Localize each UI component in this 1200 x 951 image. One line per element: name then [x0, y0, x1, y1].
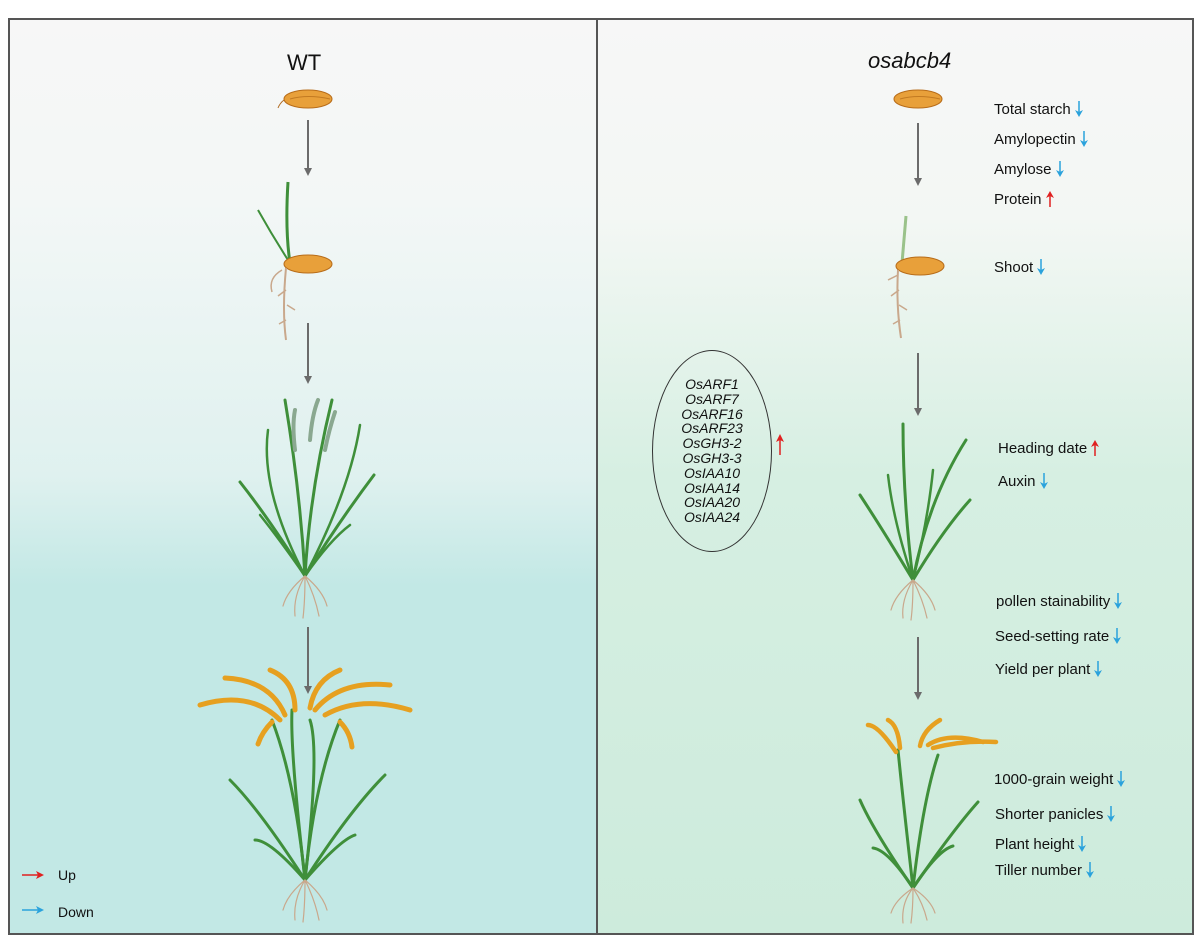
up-arrow-icon	[1091, 440, 1100, 456]
trait-label: Seed-setting rate	[995, 627, 1110, 645]
gene-name: OsGH3-2	[682, 435, 742, 452]
wt-heading-plant	[238, 398, 376, 619]
down-arrow-icon	[1114, 593, 1123, 609]
genes-up-arrow-icon	[776, 434, 784, 455]
mutant-title: osabcb4	[868, 48, 952, 73]
legend-up-arrow	[22, 871, 44, 879]
trait-label: Amylose	[994, 160, 1052, 178]
down-arrow-icon	[1078, 836, 1087, 852]
trait-item: Plant height	[995, 835, 1088, 853]
trait-item: Protein	[994, 190, 1056, 208]
trait-item: Seed-setting rate	[995, 627, 1123, 645]
down-arrow-icon	[1113, 628, 1122, 644]
down-arrow-icon	[1107, 806, 1116, 822]
trait-item: Tiller number	[995, 861, 1096, 879]
legend-up-label: Up	[58, 867, 76, 883]
down-arrow-icon	[1055, 161, 1064, 177]
trait-label: Plant height	[995, 835, 1075, 853]
wt-seed	[277, 89, 333, 109]
wt-illustration	[22, 89, 413, 923]
wt-title: WT	[287, 50, 322, 75]
mutant-illustration	[858, 89, 999, 924]
trait-label: Protein	[994, 190, 1042, 208]
down-arrow-icon	[1079, 131, 1088, 147]
down-arrow-icon	[1117, 771, 1126, 787]
legend-down-label: Down	[58, 904, 94, 920]
mutant-seed	[893, 89, 943, 109]
gene-name: OsARF23	[681, 420, 743, 437]
trait-label: Heading date	[998, 439, 1088, 457]
trait-item: Shoot	[994, 258, 1047, 276]
wt-panel: WT	[8, 18, 598, 935]
mutant-mature-plant	[858, 717, 999, 924]
gene-name: OsIAA24	[683, 509, 741, 526]
down-arrow-icon	[1094, 661, 1103, 677]
trait-label: Shoot	[994, 258, 1034, 276]
trait-item: Shorter panicles	[995, 805, 1117, 823]
gene-name: OsARF7	[685, 390, 739, 407]
trait-item: Auxin	[998, 472, 1050, 490]
gene-name: OsARF1	[685, 376, 739, 393]
wt-seedling	[257, 181, 333, 341]
trait-item: Total starch	[994, 100, 1085, 118]
mutant-panel: osabcb4	[596, 18, 1194, 935]
trait-label: Amylopectin	[994, 130, 1076, 148]
down-arrow-icon	[1039, 473, 1048, 489]
trait-label: 1000-grain weight	[994, 770, 1114, 788]
mutant-heading-plant	[858, 422, 972, 621]
up-arrow-icon	[1045, 191, 1054, 207]
gene-name: OsIAA20	[683, 494, 741, 511]
gene-name: OsGH3-3	[682, 450, 742, 466]
trait-label: Shorter panicles	[995, 805, 1104, 823]
trait-item: Amylopectin	[994, 130, 1090, 148]
trait-label: Auxin	[998, 472, 1036, 490]
trait-item: pollen stainability	[996, 592, 1124, 610]
trait-label: pollen stainability	[996, 592, 1111, 610]
down-arrow-icon	[1085, 862, 1094, 878]
gene-name: OsARF16	[681, 405, 743, 422]
mutant-seedling	[887, 215, 945, 339]
trait-item: 1000-grain weight	[994, 770, 1127, 788]
trait-item: Amylose	[994, 160, 1066, 178]
down-arrow-icon	[1037, 259, 1046, 275]
trait-item: Heading date	[998, 439, 1101, 457]
gene-name: OsIAA10	[683, 464, 741, 481]
trait-item: Yield per plant	[995, 660, 1104, 678]
trait-label: Tiller number	[995, 861, 1082, 879]
legend-down-arrow	[22, 906, 44, 914]
trait-label: Yield per plant	[995, 660, 1091, 678]
wt-mature-plant	[197, 667, 413, 923]
down-arrow-icon	[1074, 101, 1083, 117]
trait-label: Total starch	[994, 100, 1071, 118]
gene-name: OsIAA14	[683, 479, 741, 496]
